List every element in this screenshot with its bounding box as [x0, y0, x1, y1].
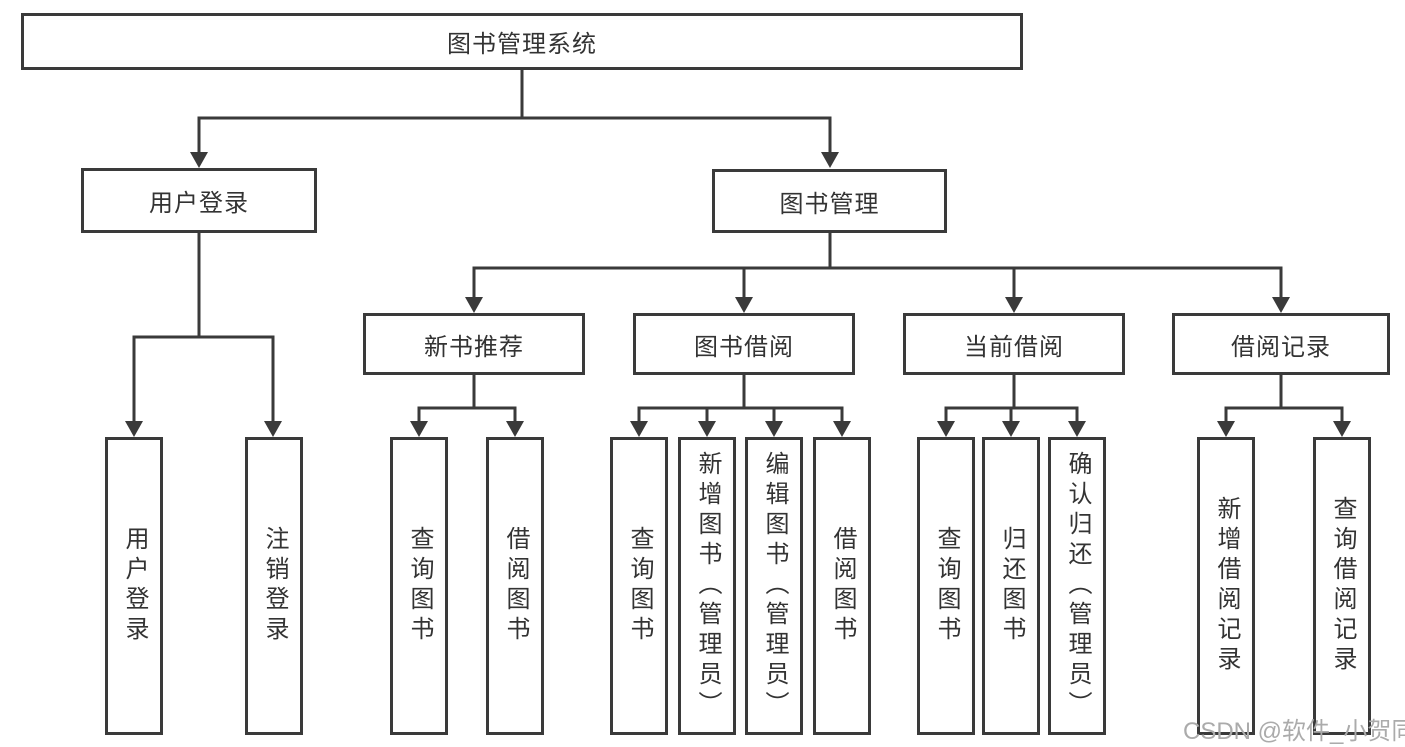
node-book-management: 图书管理 [712, 169, 947, 233]
node-book-borrow-label: 图书借阅 [694, 333, 794, 361]
leaf-borrow-books: 借阅图书 [813, 437, 871, 735]
leaf-query-books-current-label: 查询图书 [933, 526, 960, 646]
node-new-book-recommend-label: 新书推荐 [424, 333, 524, 361]
leaf-query-borrow-record-label: 查询借阅记录 [1329, 496, 1356, 676]
leaf-query-books-recommend: 查询图书 [390, 437, 448, 735]
node-borrow-records: 借阅记录 [1172, 313, 1390, 375]
node-current-borrow-label: 当前借阅 [964, 333, 1064, 361]
leaf-query-books-borrow-label: 查询图书 [626, 526, 653, 646]
node-current-borrow: 当前借阅 [903, 313, 1125, 375]
leaf-confirm-return-admin: 确认归还（管理员） [1048, 437, 1106, 735]
node-new-book-recommend: 新书推荐 [363, 313, 585, 375]
leaf-query-books-recommend-label: 查询图书 [406, 526, 433, 646]
leaf-query-books-current: 查询图书 [917, 437, 975, 735]
watermark: CSDN @软件_小贺同学 [1183, 718, 1405, 745]
node-root: 图书管理系统 [21, 13, 1023, 70]
leaf-user-login: 用户登录 [105, 437, 163, 735]
leaf-add-borrow-record-label: 新增借阅记录 [1213, 496, 1240, 676]
leaf-logout-label: 注销登录 [261, 526, 288, 646]
leaf-add-books-admin-label: 新增图书（管理员） [694, 451, 721, 721]
leaf-borrow-books-label: 借阅图书 [829, 526, 856, 646]
node-user-login: 用户登录 [81, 168, 317, 233]
leaf-query-borrow-record: 查询借阅记录 [1313, 437, 1371, 735]
leaf-return-books-label: 归还图书 [998, 526, 1025, 646]
leaf-edit-books-admin-label: 编辑图书（管理员） [761, 451, 788, 721]
leaf-borrow-books-recommend: 借阅图书 [486, 437, 544, 735]
node-book-management-label: 图书管理 [779, 190, 880, 218]
leaf-borrow-books-recommend-label: 借阅图书 [502, 526, 529, 646]
leaf-user-login-label: 用户登录 [121, 526, 148, 646]
node-book-borrow: 图书借阅 [633, 313, 855, 375]
leaf-return-books: 归还图书 [982, 437, 1040, 735]
leaf-logout: 注销登录 [245, 437, 303, 735]
node-root-label: 图书管理系统 [447, 31, 597, 58]
leaf-edit-books-admin: 编辑图书（管理员） [745, 437, 803, 735]
leaf-add-borrow-record: 新增借阅记录 [1197, 437, 1255, 735]
node-user-login-label: 用户登录 [149, 190, 249, 217]
leaf-query-books-borrow: 查询图书 [610, 437, 668, 735]
leaf-confirm-return-admin-label: 确认归还（管理员） [1064, 451, 1091, 721]
node-borrow-records-label: 借阅记录 [1231, 333, 1331, 361]
leaf-add-books-admin: 新增图书（管理员） [678, 437, 736, 735]
